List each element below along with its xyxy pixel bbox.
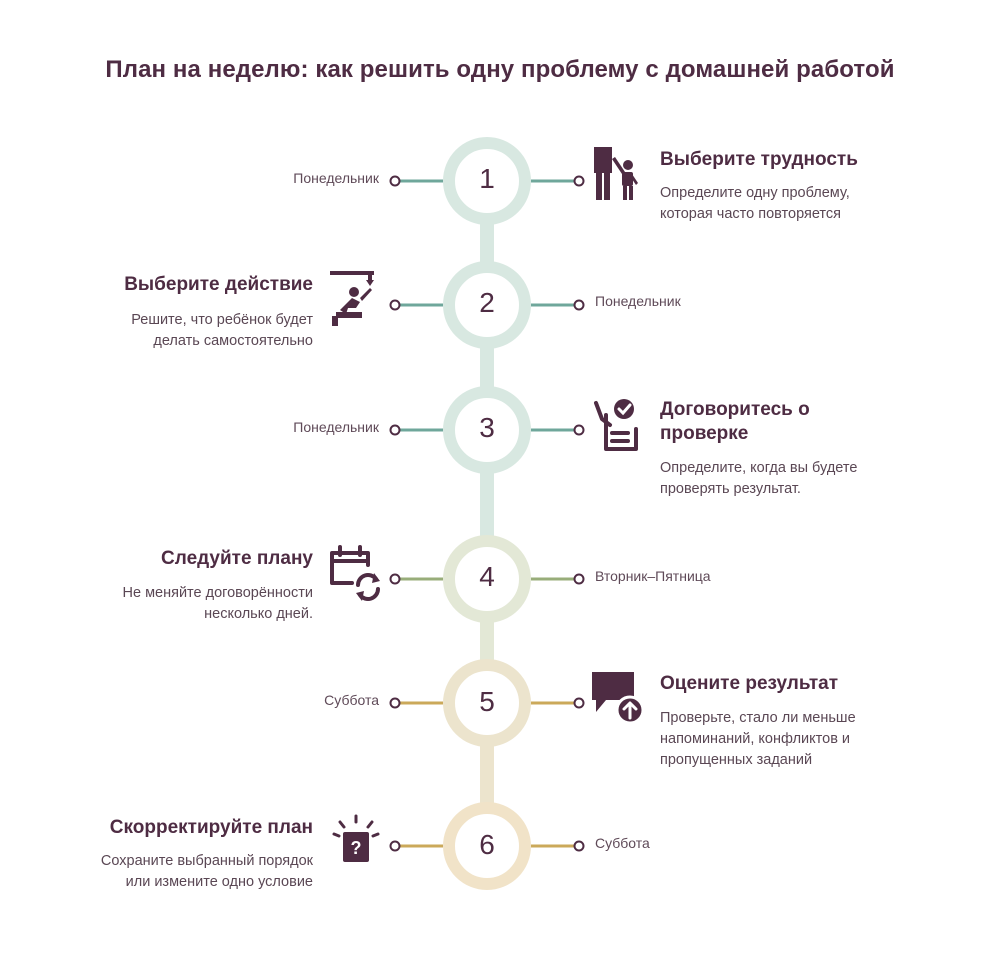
- step-4-day: Вторник–Пятница: [595, 568, 711, 584]
- timeline-spine-segment: [480, 430, 494, 579]
- timeline-spine-segment: [480, 579, 494, 703]
- step-4-desc-line: несколько дней.: [204, 606, 313, 622]
- step-3-heading-line: Договоритесь о: [660, 399, 810, 420]
- step-2-day: Понедельник: [595, 293, 681, 309]
- step-4-desc-line: Не меняйте договорённости: [122, 585, 314, 601]
- step-1-desc-line: Определите одну проблему,: [660, 185, 850, 201]
- connector-dot: [573, 573, 585, 585]
- connector-dot: [389, 697, 401, 709]
- step-3-number: 3: [479, 412, 495, 443]
- timeline-spine-segment: [480, 703, 494, 846]
- page-title: План на неделю: как решить одну проблему…: [105, 56, 895, 83]
- checklist-icon: [594, 399, 638, 451]
- step-5-heading: Оцените результат: [660, 673, 839, 694]
- connector-dot: [389, 573, 401, 585]
- step-5-desc-line: пропущенных заданий: [660, 752, 813, 768]
- step-3-desc-line: Определите, когда вы будете: [660, 460, 858, 476]
- step-5-description: Проверьте, стало ли меньше напоминаний, …: [660, 708, 856, 771]
- step-5-desc-line: напоминаний, конфликтов и: [660, 731, 851, 747]
- connector-dot: [573, 697, 585, 709]
- step-2-heading: Выберите действие: [124, 274, 313, 295]
- parent-child-icon: [594, 147, 638, 200]
- chat-upload-icon: [592, 672, 645, 725]
- step-5-day: Суббота: [324, 692, 379, 708]
- calendar-repeat-icon: [330, 545, 380, 601]
- step-1-number: 1: [479, 163, 495, 194]
- step-1-day: Понедельник: [293, 170, 379, 186]
- step-1-desc-line: которая часто повторяется: [660, 206, 842, 222]
- connector-dot: [573, 175, 585, 187]
- connector-dot: [389, 299, 401, 311]
- step-2-number: 2: [479, 287, 495, 318]
- child-at-desk-icon: [330, 271, 374, 326]
- step-6-number: 6: [479, 829, 495, 860]
- step-1-description: Определите одну проблему, которая часто …: [660, 183, 850, 225]
- step-6-description: Сохраните выбранный порядок или измените…: [101, 851, 313, 893]
- connector-dot: [389, 175, 401, 187]
- step-3-day: Понедельник: [293, 419, 379, 435]
- step-6-day: Суббота: [595, 835, 650, 851]
- step-6-heading: Скорректируйте план: [109, 817, 313, 838]
- step-4-description: Не меняйте договорённости несколько дней…: [123, 583, 314, 625]
- step-5-desc-line: Проверьте, стало ли меньше: [660, 710, 856, 726]
- step-2-desc-line: Решите, что ребёнок будет: [131, 312, 313, 328]
- step-1-heading: Выберите трудность: [660, 149, 858, 170]
- connector-dot: [389, 424, 401, 436]
- connector-dot: [573, 424, 585, 436]
- step-4-heading: Следуйте плану: [161, 548, 313, 569]
- step-6-desc-line: Сохраните выбранный порядок: [100, 853, 313, 869]
- step-2-description: Решите, что ребёнок будет делать самосто…: [131, 310, 313, 352]
- svg-text:?: ?: [351, 838, 362, 858]
- connector-dot: [389, 840, 401, 852]
- step-4-number: 4: [479, 561, 495, 592]
- step-3-description: Определите, когда вы будете проверять ре…: [660, 458, 857, 500]
- step-6-desc-line: или измените одно условие: [125, 874, 313, 890]
- step-3-desc-line: проверять результат.: [660, 481, 801, 497]
- step-3-heading: Договоритесь о проверке: [660, 398, 810, 446]
- step-2-desc-line: делать самостоятельно: [153, 333, 313, 349]
- question-box-icon: ?: [332, 814, 380, 862]
- connector-dot: [573, 840, 585, 852]
- step-5-number: 5: [479, 686, 495, 717]
- step-3-heading-line: проверке: [660, 423, 749, 444]
- connector-dot: [573, 299, 585, 311]
